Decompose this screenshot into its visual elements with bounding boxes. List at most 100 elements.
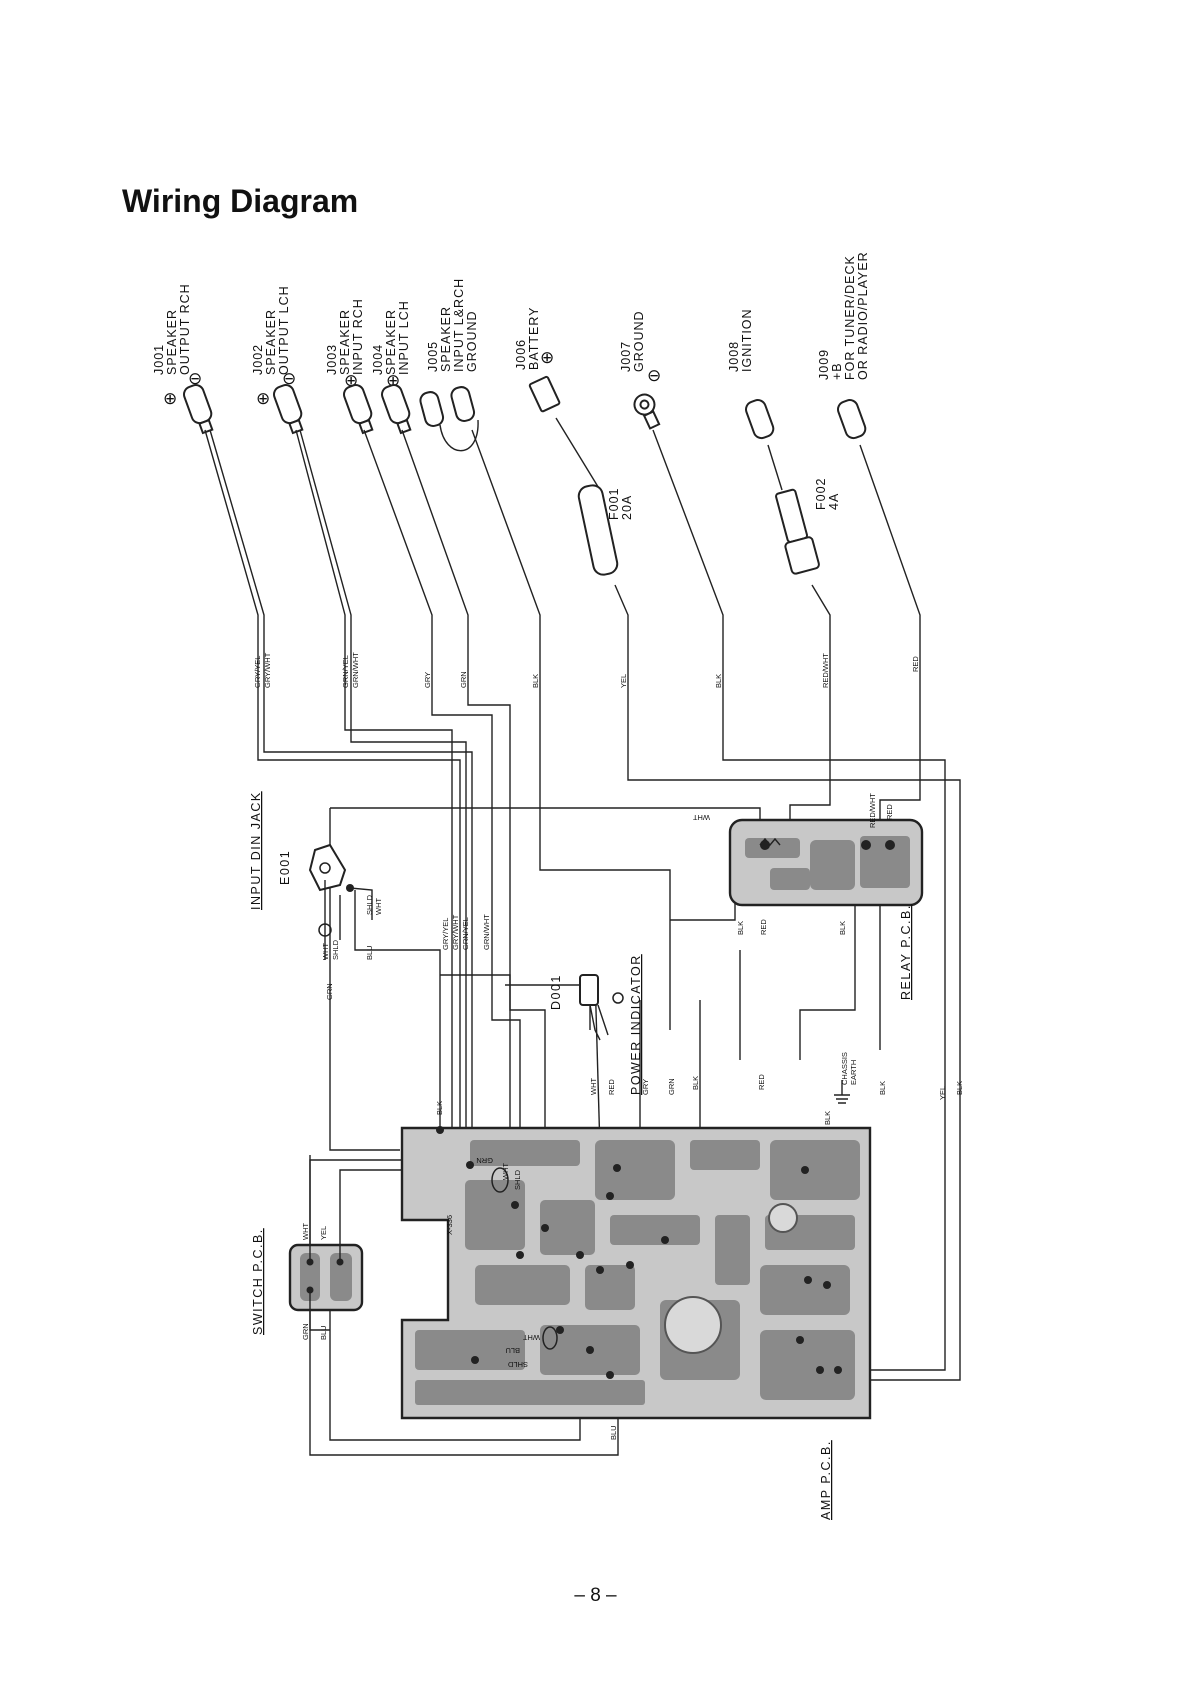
svg-text:GRN: GRN: [459, 671, 468, 688]
svg-text:J008: J008: [727, 341, 741, 372]
lower-wire-labels: BLK WHT RED GRY GRN BLK RED BLK BLK YEL …: [435, 1074, 964, 1125]
svg-text:GRY/YEL: GRY/YEL: [441, 918, 450, 950]
svg-text:RED: RED: [911, 656, 920, 672]
svg-text:SPEAKER: SPEAKER: [264, 309, 278, 375]
svg-text:J006: J006: [514, 339, 528, 370]
svg-text:GRN/YEL: GRN/YEL: [341, 655, 350, 688]
amp-pcb-inner-labels: GRN WHT SHLD WHT BLU SHLD X-336: [445, 1156, 540, 1369]
svg-text:OUTPUT LCH: OUTPUT LCH: [277, 285, 291, 375]
svg-text:RED: RED: [759, 919, 768, 935]
svg-text:F001: F001: [607, 488, 621, 521]
svg-text:OR RADIO/PLAYER: OR RADIO/PLAYER: [856, 251, 870, 380]
connector-j003-label: J003 SPEAKER INPUT RCH: [325, 298, 365, 375]
svg-text:EARTH: EARTH: [849, 1060, 858, 1085]
svg-text:BLU: BLU: [609, 1425, 618, 1440]
svg-text:4A: 4A: [827, 493, 841, 510]
svg-text:GRY/YEL: GRY/YEL: [253, 656, 262, 688]
middle-wire-labels: GRY/YEL GRN/YEL GRY/WHT GRN/WHT: [441, 914, 491, 950]
connector-j005-label: J005 SPEAKER INPUT L&RCH GROUND: [426, 278, 479, 372]
svg-text:E001: E001: [278, 850, 292, 885]
svg-text:BLK: BLK: [878, 1081, 887, 1095]
switch-pcb: [288, 1159, 430, 1331]
svg-text:GROUND: GROUND: [465, 310, 479, 372]
svg-text:BLU: BLU: [365, 945, 374, 960]
switch-wire-labels: WHT YEL GRN BLU BLU: [301, 1223, 618, 1440]
svg-text:RED: RED: [757, 1074, 766, 1090]
fuse-f001-label: F001 20A: [607, 488, 634, 521]
svg-text:CHASSIS: CHASSIS: [840, 1052, 849, 1085]
svg-text:+B: +B: [830, 362, 844, 380]
e001-label: E001: [278, 850, 292, 885]
svg-text:BLK: BLK: [691, 1076, 700, 1090]
svg-text:SPEAKER: SPEAKER: [384, 309, 398, 375]
power-indicator-led: [579, 974, 624, 1041]
fuse-f002-label: F002 4A: [814, 478, 841, 511]
svg-text:YEL: YEL: [619, 674, 628, 688]
svg-text:SHLD: SHLD: [365, 894, 374, 915]
svg-text:GRY/WHT: GRY/WHT: [451, 914, 460, 950]
svg-text:WHT: WHT: [523, 1333, 540, 1342]
svg-text:J005: J005: [426, 341, 440, 372]
svg-text:INPUT RCH: INPUT RCH: [351, 298, 365, 375]
svg-text:J002: J002: [251, 344, 265, 375]
j001-plus-icon: ⊕: [163, 389, 177, 408]
switch-pcb-label: SWITCH P.C.B.: [251, 1228, 265, 1335]
j005-loop: [439, 419, 479, 452]
amp-pcb: [400, 1126, 872, 1420]
svg-text:J004: J004: [371, 344, 385, 375]
svg-text:POWER INDICATOR: POWER INDICATOR: [629, 954, 643, 1095]
svg-text:D001: D001: [549, 974, 563, 1010]
svg-text:GRN: GRN: [325, 983, 334, 1000]
svg-text:SHLD: SHLD: [507, 1360, 528, 1369]
svg-text:RED/WHT: RED/WHT: [868, 793, 877, 828]
svg-text:BATTERY: BATTERY: [527, 307, 541, 371]
svg-text:IGNITION: IGNITION: [740, 308, 754, 372]
svg-text:BLK: BLK: [736, 921, 745, 935]
svg-text:BLK: BLK: [838, 921, 847, 935]
d001-label: D001: [549, 974, 563, 1010]
svg-text:GRY/WHT: GRY/WHT: [263, 652, 272, 688]
svg-text:GROUND: GROUND: [632, 310, 646, 372]
svg-text:BLU: BLU: [505, 1346, 520, 1355]
wire-color-labels: GRY/YEL GRY/WHT GRN/YEL GRN/WHT GRY GRN …: [253, 652, 920, 688]
svg-text:GRN: GRN: [476, 1156, 493, 1165]
svg-text:J009: J009: [817, 349, 831, 380]
j007-minus-icon: ⊖: [647, 366, 661, 385]
input-din-jack: WHT SHLD SHLD WHT BLU GRN: [308, 843, 383, 1000]
svg-text:GRN/WHT: GRN/WHT: [351, 652, 360, 688]
connector-j008-label: J008 IGNITION: [727, 308, 754, 372]
j002-plus-icon: ⊕: [256, 389, 270, 408]
connector-j002-label: J002 SPEAKER OUTPUT LCH: [251, 285, 291, 375]
svg-text:WHT: WHT: [589, 1078, 598, 1095]
svg-text:GRY: GRY: [641, 1079, 650, 1095]
svg-text:YEL: YEL: [938, 1086, 947, 1100]
power-indicator-label: POWER INDICATOR: [629, 954, 643, 1095]
fuse-f002: [775, 488, 820, 575]
svg-text:BLU: BLU: [319, 1325, 328, 1340]
svg-text:GRN: GRN: [301, 1323, 310, 1340]
connector-j007-label: J007 GROUND: [619, 310, 646, 372]
svg-text:SPEAKER: SPEAKER: [338, 309, 352, 375]
svg-text:GRN/YEL: GRN/YEL: [461, 917, 470, 950]
relay-pcb: [728, 818, 924, 907]
svg-text:J007: J007: [619, 341, 633, 372]
svg-text:GRN/WHT: GRN/WHT: [482, 914, 491, 950]
svg-text:YEL: YEL: [319, 1226, 328, 1240]
svg-text:WHT: WHT: [374, 898, 383, 915]
svg-text:BLK: BLK: [823, 1111, 832, 1125]
j006-plus-icon: ⊕: [540, 348, 554, 367]
relay-pcb-label: RELAY P.C.B.: [899, 904, 913, 1000]
svg-text:20A: 20A: [620, 495, 634, 520]
svg-text:RED: RED: [607, 1079, 616, 1095]
svg-text:SHLD: SHLD: [331, 939, 340, 960]
svg-text:SPEAKER: SPEAKER: [439, 306, 453, 372]
svg-text:GRN: GRN: [667, 1078, 676, 1095]
svg-text:WHT: WHT: [693, 813, 710, 822]
j001-minus-icon: ⊖: [188, 369, 202, 388]
lead-wires: [204, 417, 921, 690]
svg-text:RELAY P.C.B.: RELAY P.C.B.: [899, 904, 913, 1000]
svg-text:X-336: X-336: [445, 1215, 454, 1235]
chassis-earth-label: CHASSIS EARTH: [840, 1052, 858, 1085]
connector-j006-label: J006 BATTERY: [514, 307, 541, 371]
